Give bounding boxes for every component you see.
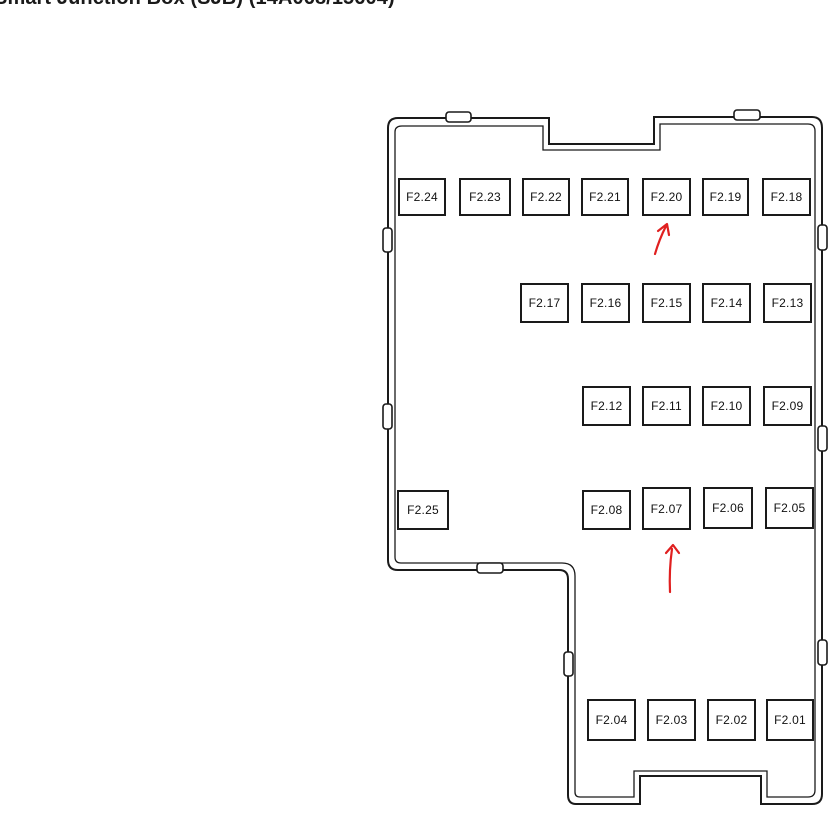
clip-left-middle bbox=[382, 403, 393, 430]
clip-lower-left bbox=[563, 651, 574, 677]
fuse-f2-04: F2.04 bbox=[587, 699, 636, 741]
housing-inner-outline bbox=[394, 123, 816, 798]
fuse-f2-19: F2.19 bbox=[702, 178, 749, 216]
fuse-f2-18: F2.18 bbox=[762, 178, 811, 216]
clip-top-left bbox=[445, 111, 472, 123]
diagram-title: Smart Junction Box (SJB) (14A068/15604) bbox=[0, 0, 395, 10]
fuse-f2-07: F2.07 bbox=[642, 487, 691, 530]
fuse-f2-23: F2.23 bbox=[459, 178, 511, 216]
fuse-f2-17: F2.17 bbox=[520, 283, 569, 323]
clip-right-lower bbox=[817, 639, 828, 666]
fuse-f2-21: F2.21 bbox=[581, 178, 629, 216]
fuse-f2-08: F2.08 bbox=[582, 490, 631, 530]
clip-left-upper bbox=[382, 227, 393, 253]
annotation-arrows bbox=[653, 222, 681, 594]
fuse-f2-20: F2.20 bbox=[642, 178, 691, 216]
fuse-f2-12: F2.12 bbox=[582, 386, 631, 426]
fuse-f2-16: F2.16 bbox=[581, 283, 630, 323]
fuse-f2-24: F2.24 bbox=[398, 178, 446, 216]
clip-right-upper bbox=[817, 224, 828, 251]
clip-bottom-center bbox=[476, 562, 504, 574]
fuse-f2-09: F2.09 bbox=[763, 386, 812, 426]
fuse-f2-02: F2.02 bbox=[707, 699, 756, 741]
red-arrow-upper bbox=[653, 222, 671, 256]
fuse-f2-25: F2.25 bbox=[397, 490, 449, 530]
housing-outline bbox=[387, 116, 823, 805]
clip-top-right bbox=[733, 109, 761, 121]
fuse-f2-22: F2.22 bbox=[522, 178, 570, 216]
fuse-f2-11: F2.11 bbox=[642, 386, 691, 426]
fuse-f2-13: F2.13 bbox=[763, 283, 812, 323]
mounting-clips bbox=[382, 109, 828, 677]
clip-right-middle bbox=[817, 425, 828, 452]
fuse-f2-05: F2.05 bbox=[765, 487, 814, 529]
fuse-f2-03: F2.03 bbox=[647, 699, 696, 741]
red-arrow-lower bbox=[664, 543, 681, 594]
fuse-f2-06: F2.06 bbox=[703, 487, 753, 529]
fuse-f2-15: F2.15 bbox=[642, 283, 691, 323]
fuse-f2-01: F2.01 bbox=[766, 699, 814, 741]
fuse-f2-14: F2.14 bbox=[702, 283, 751, 323]
fuse-f2-10: F2.10 bbox=[702, 386, 751, 426]
